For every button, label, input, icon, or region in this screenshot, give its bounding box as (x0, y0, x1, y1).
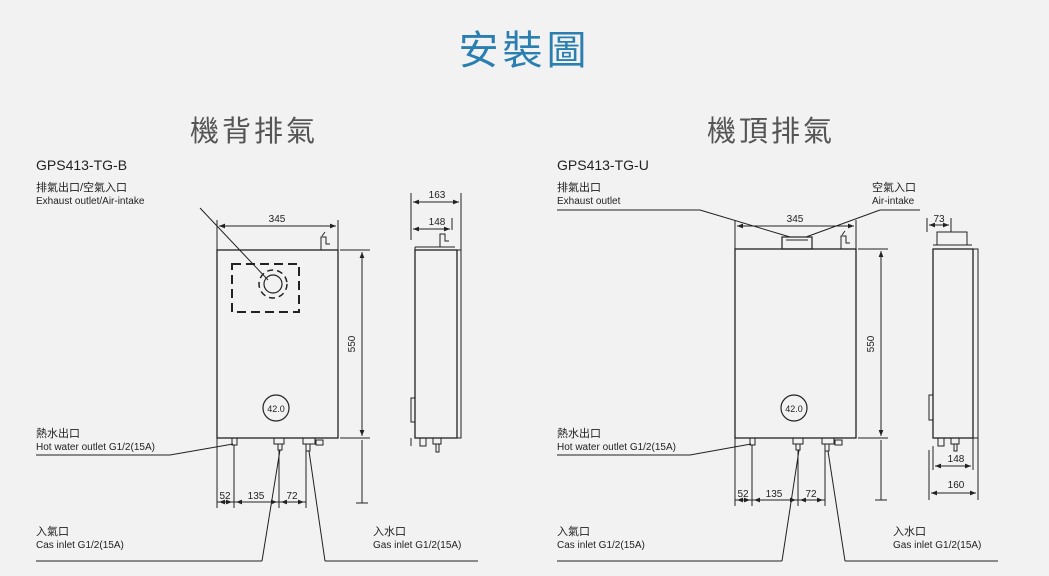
left-side-body (414, 249, 458, 439)
right-hot-water-en: Hot water outlet G1/2(15A) (557, 442, 676, 453)
left-water-connector-stem (305, 443, 311, 452)
model-label-right: GPS413-TG-U (557, 157, 649, 173)
left-gas-zh: 入氣口 (36, 526, 69, 538)
left-display-ring (262, 394, 290, 422)
right-water-zh: 入水口 (893, 526, 926, 538)
left-display-value: 42.0 (267, 404, 285, 414)
left-outlet-leader (199, 207, 269, 281)
left-water-en: Gas inlet G1/2(15A) (373, 540, 462, 551)
right-air-en: Air-intake (872, 196, 915, 207)
left-water-leader (308, 450, 326, 562)
right-bottom-dim-c: 72 (805, 489, 817, 500)
right-gas-en: Cas inlet G1/2(15A) (557, 540, 645, 551)
right-bottom-dim-b: 135 (766, 489, 783, 500)
left-bottom-dim-a: 52 (219, 491, 231, 502)
left-bottom-dim-b: 135 (248, 491, 265, 502)
left-outlet-zh: 排氣出口/空氣入口 (36, 182, 128, 194)
left-outlet-label: 排氣出口/空氣入口 Exhaust outlet/Air-intake (36, 182, 144, 208)
right-hot-water-zh: 熱水出口 (557, 428, 601, 440)
right-outlet-leader (699, 209, 791, 238)
right-water-leader (827, 450, 846, 562)
left-hot-water-en: Hot water outlet G1/2(15A) (36, 442, 155, 453)
right-display-ring (780, 394, 808, 422)
model-label-left: GPS413-TG-B (36, 157, 128, 173)
left-water-zh: 入水口 (373, 526, 406, 538)
right-water-inlet-label: 入水口 Gas inlet G1/2(15A) (893, 526, 981, 552)
section-title-top-exhaust: 機頂排氣 (707, 114, 836, 148)
left-gas-inlet-label: 入氣口 Cas inlet G1/2(15A) (36, 526, 124, 552)
left-vent-circle-outer (258, 269, 288, 299)
right-width-dim: 345 (787, 214, 804, 225)
right-side-flue (936, 231, 968, 246)
left-vent-circle-inner (263, 274, 283, 294)
right-hot-water-leader (689, 443, 752, 456)
right-gas-leader (781, 449, 800, 562)
left-gas-connector (273, 437, 285, 445)
left-water-valve (315, 439, 324, 446)
section-title-rear-exhaust: 機背排氣 (190, 114, 319, 148)
right-height-dim: 550 (866, 335, 877, 352)
left-hot-water-label: 熱水出口 Hot water outlet G1/2(15A) (36, 428, 155, 454)
right-side-top-dim: 73 (933, 214, 945, 225)
right-side-outer-dim: 160 (948, 480, 965, 491)
right-hot-water-label: 熱水出口 Hot water outlet G1/2(15A) (557, 428, 676, 454)
left-top-bracket (320, 231, 330, 250)
left-outlet-en: Exhaust outlet/Air-intake (36, 196, 145, 207)
left-rear-vent-outline (231, 263, 300, 313)
right-outlet-label: 排氣出口 Exhaust outlet (557, 182, 620, 208)
right-outlet-en: Exhaust outlet (557, 196, 621, 207)
left-bottom-dim-c: 72 (286, 491, 298, 502)
left-water-inlet-label: 入水口 Gas inlet G1/2(15A) (373, 526, 461, 552)
left-height-dim: 550 (347, 335, 358, 352)
left-hot-water-zh: 熱水出口 (36, 428, 80, 440)
left-water-connector (302, 437, 316, 445)
right-gas-inlet-label: 入氣口 Cas inlet G1/2(15A) (557, 526, 645, 552)
left-side-inner-dim: 148 (429, 217, 446, 228)
page-title: 安裝圖 (458, 28, 591, 74)
left-hot-water-leader (169, 443, 234, 456)
left-gas-connector-stem (277, 443, 283, 451)
right-gas-zh: 入氣口 (557, 526, 590, 538)
left-side-outer-dim: 163 (429, 190, 446, 201)
right-display-value: 42.0 (785, 404, 803, 414)
left-width-dim: 345 (269, 214, 286, 225)
right-side-inner-dim: 148 (948, 454, 965, 465)
right-top-flue (781, 236, 813, 250)
right-top-bracket (840, 230, 850, 249)
right-air-zh: 空氣入口 (872, 182, 916, 194)
left-gas-leader (261, 449, 281, 562)
left-side-bracket (439, 233, 449, 247)
right-side-body (932, 248, 974, 439)
right-bottom-dim-a: 52 (737, 489, 749, 500)
right-air-label: 空氣入口 Air-intake (872, 182, 916, 208)
left-gas-en: Cas inlet G1/2(15A) (36, 540, 124, 551)
right-air-leader (805, 209, 881, 238)
right-outlet-zh: 排氣出口 (557, 182, 601, 194)
right-water-en: Gas inlet G1/2(15A) (893, 540, 982, 551)
